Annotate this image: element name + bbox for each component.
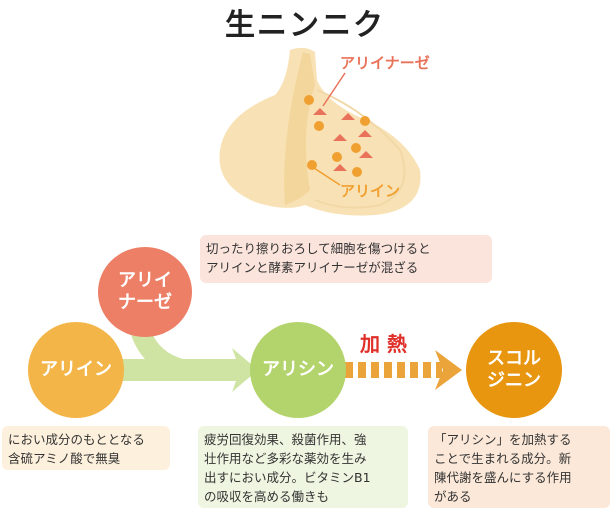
scordinin-note: 「アリシン」を加熱する ことで生まれる成分。新 陳代謝を盛んにする作用 がある (428, 426, 610, 508)
alliinase-label: アリイナーゼ (340, 54, 430, 72)
page-title: 生ニンニク (225, 8, 385, 43)
node-alliinase: アリイ ナーゼ (98, 247, 192, 337)
mix-note: 切ったり擦りおろして細胞を傷つけると アリインと酵素アリイナーゼが混ざる (200, 235, 492, 283)
garlic-illustration (219, 47, 421, 216)
allicin-note: 疲労回復効果、殺菌作用、強 壮作用など多彩な薬効を生み 出すにおい成分。ビタミン… (198, 426, 408, 508)
node-allicin: アリシン (250, 322, 346, 418)
alliinase-triangles (313, 108, 373, 171)
alliin-dots (304, 95, 370, 177)
alliin-label: アリイン (340, 182, 401, 200)
arrow-head-green (232, 348, 258, 392)
heat-label: 加 熱 (360, 332, 407, 356)
alliin-note: におい成分のもととなる 含硫アミノ酸で無臭 (2, 426, 170, 470)
node-scordinin: スコル ジニン (466, 322, 562, 418)
node-alliin: アリイン (28, 322, 124, 418)
dashed-heat-arrow (345, 350, 462, 390)
